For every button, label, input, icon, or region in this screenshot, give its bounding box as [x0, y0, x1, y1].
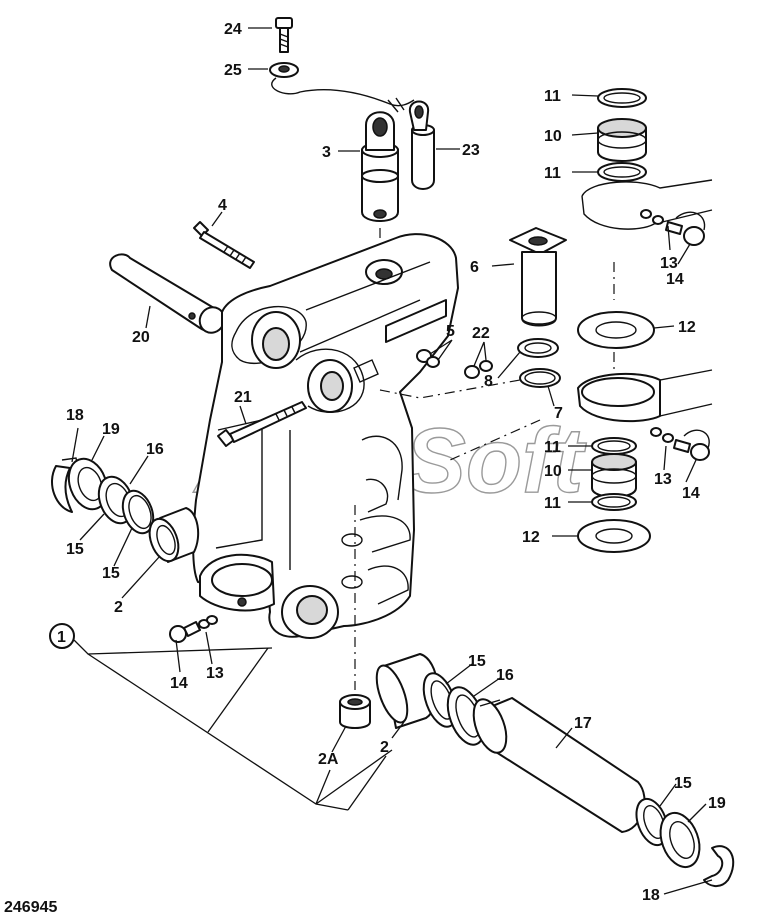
callout-1: 1: [57, 629, 66, 646]
callout-15-left-b: 15: [102, 565, 120, 582]
part-2A-spacer: [339, 694, 371, 729]
callout-19-left: 19: [102, 421, 120, 438]
part-2-bush-left: [148, 507, 200, 563]
part-25-washer: [269, 62, 299, 78]
callout-25: 25: [224, 62, 242, 79]
callout-12-lower: 12: [522, 529, 540, 546]
part-18-circlip-right: [703, 845, 735, 887]
callout-10-top: 10: [544, 128, 562, 145]
part-12-washer-lower: [577, 519, 651, 553]
callout-10-lower: 10: [544, 463, 562, 480]
part-14-cap-lower: [683, 429, 710, 461]
callout-14-left: 14: [170, 675, 188, 692]
callout-11-lower: 11: [544, 495, 561, 512]
upper-bushing-stack: [597, 88, 647, 182]
part-14-cap-upper: [675, 211, 706, 246]
part-13-grease-nipple-left: [183, 615, 218, 637]
callout-22: 22: [472, 325, 490, 342]
callout-labels: 24 25 3 23 4 20 6 5 22 8 7 21 11 10 11 1…: [57, 21, 726, 904]
part-13-grease-nipple-upper: [640, 209, 683, 235]
callout-14-upper: 14: [666, 271, 684, 288]
part-7-circlip: [519, 368, 561, 388]
part-16-seal-lower: [446, 686, 486, 746]
callout-1-circle: [49, 623, 75, 649]
callout-12-upper: 12: [678, 319, 696, 336]
part-17-pivot-pin: [472, 697, 646, 833]
part-5-nut: [416, 349, 440, 368]
part-19-cap-right: [659, 811, 701, 869]
part-19-cap-left: [67, 457, 109, 511]
callout-11-mid: 11: [544, 439, 561, 456]
part-2-bush-lower: [375, 653, 439, 729]
upper-housing: [581, 179, 713, 230]
center-lines: [341, 228, 615, 690]
callout-23: 23: [462, 142, 480, 159]
callout-3: 3: [322, 144, 331, 161]
callout-18-left: 18: [66, 407, 84, 424]
reference-number: 246945: [4, 899, 57, 916]
callout-15-right: 15: [674, 775, 692, 792]
callout-8: 8: [484, 373, 493, 390]
lower-housing: [577, 369, 713, 423]
callout-2-lower: 2: [380, 739, 389, 756]
callout-16-lower: 16: [496, 667, 514, 684]
part-13-grease-nipple-lower: [650, 427, 691, 453]
callout-16-left: 16: [146, 441, 164, 458]
part-8-ring: [517, 338, 559, 358]
callout-7: 7: [554, 405, 563, 422]
lower-bushing-stack: [591, 437, 637, 511]
callout-13-left: 13: [206, 665, 224, 682]
part-15-ring-left: [121, 489, 155, 535]
callout-11-upper: 11: [544, 165, 561, 182]
part-6-pin: [509, 227, 567, 327]
part-22-nut: [464, 360, 493, 379]
callout-4: 4: [218, 197, 227, 214]
callout-2-left: 2: [114, 599, 123, 616]
main-swing-bracket: [192, 233, 459, 639]
callout-15-left-a: 15: [66, 541, 84, 558]
callout-15-lower: 15: [468, 653, 486, 670]
callout-17: 17: [574, 715, 592, 732]
leader-lines: [71, 27, 713, 895]
callout-20: 20: [132, 329, 150, 346]
part-3-pin: [361, 111, 399, 222]
callout-6: 6: [470, 259, 479, 276]
callout-18-right: 18: [642, 887, 660, 904]
callout-21: 21: [234, 389, 252, 406]
callout-5: 5: [446, 323, 455, 340]
part-12-washer-upper: [577, 311, 655, 349]
callout-19-right: 19: [708, 795, 726, 812]
part-23-pin: [408, 100, 435, 190]
part-24-bolt: [275, 17, 293, 53]
callout-14-lower: 14: [682, 485, 700, 502]
callout-13-upper: 13: [660, 255, 678, 272]
part-21-bolt: [217, 401, 307, 447]
callout-13-lower: 13: [654, 471, 672, 488]
callout-24: 24: [224, 21, 242, 38]
part-4-bolt: [193, 221, 255, 269]
callout-11-top: 11: [544, 88, 561, 105]
lanyard-cable: [271, 77, 415, 107]
part-20-pin: [109, 253, 227, 334]
callout-2A: 2A: [318, 751, 339, 768]
